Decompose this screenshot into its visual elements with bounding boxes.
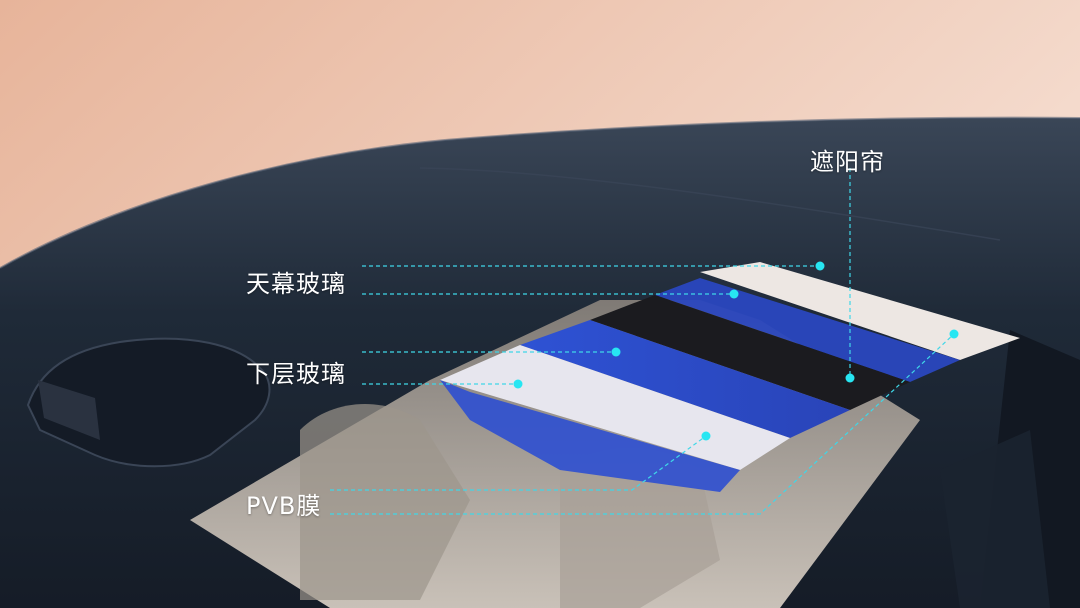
leader-lines [330,168,955,515]
pvb-film-label: PVB膜 [246,492,322,520]
sunshade-label: 遮阳帘 [810,148,885,176]
sunshade-layer-back [700,262,1020,360]
sunshade-dark-layer [590,295,910,410]
lower-glass-layer [520,320,850,438]
roof-glass-layer-front [440,380,740,492]
lower-glass-label: 下层玻璃 [246,360,346,388]
roof-glass-label: 天幕玻璃 [246,270,346,298]
leader-dots [513,261,959,441]
roof-glass-layer-back [655,278,960,382]
